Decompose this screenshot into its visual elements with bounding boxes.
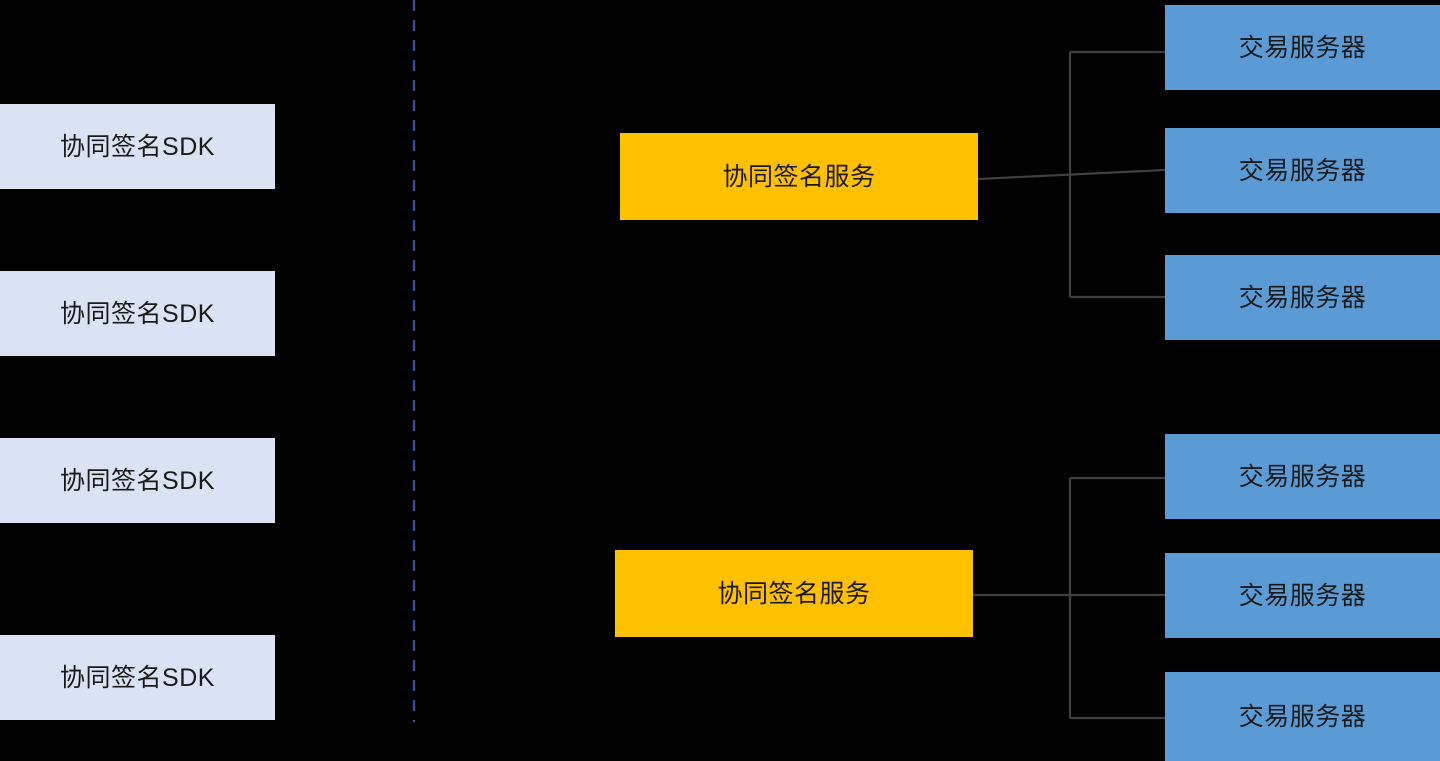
signature-service-box-1[interactable]: 协同签名服务	[620, 133, 978, 220]
sdk-box-4[interactable]: 协同签名SDK	[0, 635, 275, 720]
upper-trunk-to-service	[977, 168, 1166, 181]
sdk-box-3-label: 协同签名SDK	[60, 466, 215, 495]
transaction-server-box-4-label: 交易服务器	[1238, 462, 1367, 491]
transaction-server-box-2-label: 交易服务器	[1238, 156, 1367, 185]
sdk-box-2[interactable]: 协同签名SDK	[0, 271, 275, 356]
upper-connector-group	[977, 50, 1166, 299]
transaction-server-box-6[interactable]: 交易服务器	[1165, 672, 1440, 761]
signature-service-box-2[interactable]: 协同签名服务	[615, 550, 973, 637]
transaction-server-box-3-label: 交易服务器	[1238, 283, 1367, 312]
transaction-server-box-4[interactable]: 交易服务器	[1165, 434, 1440, 519]
signature-service-box-1-label: 协同签名服务	[722, 162, 876, 191]
transaction-server-box-3[interactable]: 交易服务器	[1165, 255, 1440, 340]
transaction-server-box-1-label: 交易服务器	[1238, 33, 1367, 62]
transaction-server-box-5-label: 交易服务器	[1238, 581, 1367, 610]
lower-connector-group	[973, 476, 1165, 720]
transaction-server-box-6-label: 交易服务器	[1238, 702, 1367, 731]
signature-service-box-2-label: 协同签名服务	[717, 579, 871, 608]
sdk-box-3[interactable]: 协同签名SDK	[0, 438, 275, 523]
transaction-server-box-2[interactable]: 交易服务器	[1165, 128, 1440, 213]
sdk-box-1-label: 协同签名SDK	[60, 132, 215, 161]
sdk-box-4-label: 协同签名SDK	[60, 663, 215, 692]
transaction-server-box-5[interactable]: 交易服务器	[1165, 553, 1440, 638]
sdk-box-2-label: 协同签名SDK	[60, 299, 215, 328]
sdk-box-1[interactable]: 协同签名SDK	[0, 104, 275, 189]
transaction-server-box-1[interactable]: 交易服务器	[1165, 5, 1440, 90]
